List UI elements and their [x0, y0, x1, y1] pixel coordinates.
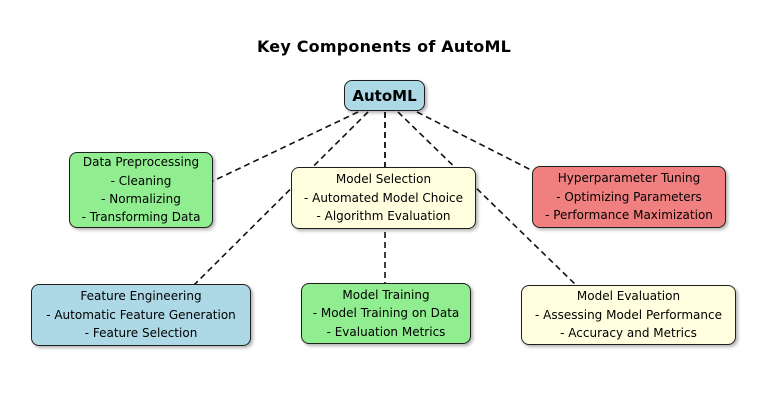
node-title: Model Evaluation	[576, 289, 681, 304]
node-model-training: Model Training - Model Training on Data …	[301, 283, 471, 344]
node-hyperparameter-tuning: Hyperparameter Tuning - Optimizing Param…	[532, 166, 726, 228]
node-item: - Normalizing	[101, 192, 181, 206]
diagram-title: Key Components of AutoML	[256, 37, 512, 56]
edge-automl-data-preprocessing	[212, 111, 359, 182]
node-title: Data Preprocessing	[82, 155, 200, 170]
node-item: - Transforming Data	[81, 210, 201, 225]
node-item: - Model Training on Data	[312, 306, 460, 321]
edge-automl-hyperparameter-tuning	[416, 111, 534, 172]
node-title: Model Selection	[335, 172, 432, 187]
node-item: - Cleaning	[110, 173, 172, 188]
node-model-selection: Model Selection - Automated Model Choice…	[291, 167, 476, 229]
node-data-preprocessing: Data Preprocessing - Cleaning - Normaliz…	[69, 152, 213, 228]
node-item: - Evaluation Metrics	[326, 324, 446, 339]
node-title: Hyperparameter Tuning	[557, 171, 701, 186]
node-title: Feature Engineering	[80, 289, 202, 304]
node-model-evaluation: Model Evaluation - Assessing Model Perfo…	[521, 285, 736, 345]
node-feature-engineering: Feature Engineering - Automatic Feature …	[31, 284, 251, 346]
edge-automl-model-evaluation	[397, 111, 579, 288]
node-automl-label: AutoML	[352, 86, 417, 105]
node-item: - Automated Model Choice	[303, 190, 464, 205]
node-item: - Optimizing Parameters	[556, 189, 702, 204]
node-item: - Automatic Feature Generation	[46, 307, 236, 322]
node-item: - Assessing Model Performance	[534, 307, 722, 322]
node-item: - Algorithm Evaluation	[316, 209, 451, 224]
node-automl: AutoML	[344, 80, 425, 111]
node-item: - Feature Selection	[84, 326, 198, 341]
node-title: Model Training	[342, 287, 430, 302]
node-item: - Performance Maximization	[545, 208, 713, 223]
edge-automl-feature-engineering	[193, 111, 369, 286]
node-item: - Accuracy and Metrics	[560, 326, 697, 341]
